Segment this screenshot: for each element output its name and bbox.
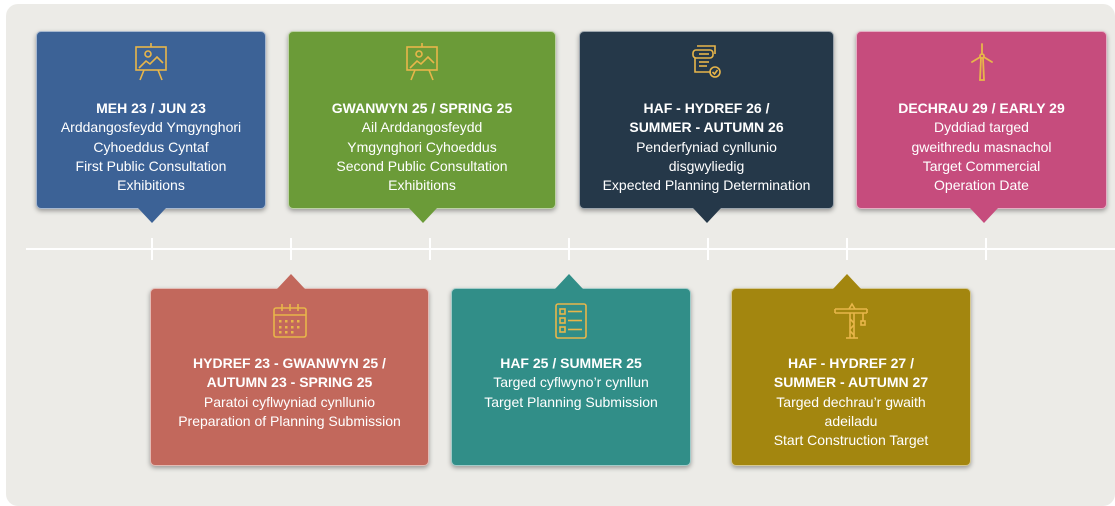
timeline-tick	[846, 238, 848, 260]
card-pointer	[409, 208, 437, 223]
milestone-text-en: Target Planning Submission	[484, 393, 658, 410]
document-check-icon	[691, 45, 721, 78]
timeline-tick	[429, 238, 431, 260]
milestone-title: GWANWYN 25 / SPRING 25	[331, 100, 513, 116]
milestone-text-en: Operation Date	[934, 177, 1029, 194]
card-pointer	[833, 274, 861, 289]
milestone-card-summer-autumn-27: HAF - HYDREF 27 / SUMMER - AUTUMN 27 Tar…	[731, 274, 971, 466]
milestone-title: SUMMER - AUTUMN 27	[773, 374, 929, 391]
milestone-text-cy: Ymgynghori Cyhoeddus	[347, 138, 497, 155]
timeline-tick	[290, 238, 292, 260]
wind-turbine-icon	[970, 43, 993, 81]
milestone-text-cy: Targed cyflwyno’r cynllun	[493, 374, 649, 391]
milestone-title: HAF 25 / SUMMER 25	[500, 355, 642, 371]
milestone-text-en: Preparation of Planning Submission	[178, 412, 401, 429]
milestone-title: DECHRAU 29 / EARLY 29	[898, 100, 1065, 116]
card-pointer	[277, 274, 305, 289]
milestone-title: HAF - HYDREF 27 /	[787, 355, 914, 371]
milestone-text-en: Exhibitions	[388, 177, 456, 194]
milestone-text-cy: adeiladu	[824, 412, 878, 429]
milestone-text-cy: Paratoi cyflwyniad cynllunio	[203, 393, 376, 410]
milestone-text-cy: Arddangosfeydd Ymgynghori	[60, 119, 242, 136]
milestone-card-summer-autumn-26: HAF - HYDREF 26 / SUMMER - AUTUMN 26 Pen…	[579, 31, 834, 223]
milestone-title: MEH 23 / JUN 23	[96, 100, 206, 116]
milestone-card-early-29: DECHRAU 29 / EARLY 29 Dyddiad targed gwe…	[856, 31, 1107, 223]
milestone-text-en: Target Commercial	[922, 157, 1041, 174]
milestone-text-cy: Penderfyniad cynllunio	[636, 138, 777, 155]
milestone-title: SUMMER - AUTUMN 26	[629, 119, 784, 136]
card-pointer	[693, 208, 721, 223]
construction-crane-icon	[834, 302, 868, 339]
milestone-title: HYDREF 23 - GWANWYN 25 /	[193, 355, 386, 371]
checklist-icon	[555, 303, 587, 339]
milestone-text-cy: gweithredu masnachol	[911, 138, 1052, 155]
timeline-tick	[568, 238, 570, 260]
milestone-title: HAF - HYDREF 26 /	[643, 100, 770, 116]
milestone-card-spring-25: GWANWYN 25 / SPRING 25 Ail Arddangosfeyd…	[288, 31, 556, 223]
presentation-board-icon	[135, 43, 167, 81]
milestone-text-en: Second Public Consultation	[336, 157, 508, 174]
card-pointer	[555, 274, 583, 289]
milestone-text-en: Start Construction Target	[773, 432, 929, 449]
milestone-text-cy: disgwyliedig	[668, 157, 745, 174]
milestone-title: AUTUMN 23 - SPRING 25	[206, 374, 373, 391]
milestone-text-en: Exhibitions	[117, 177, 185, 194]
milestone-text-cy: Targed dechrau’r gwaith	[776, 393, 926, 410]
milestone-card-jun-23: MEH 23 / JUN 23 Arddangosfeydd Ymgynghor…	[36, 31, 266, 223]
milestone-text-en: First Public Consultation	[75, 157, 227, 174]
timeline-axis	[26, 248, 1115, 250]
milestone-text-en: Expected Planning Determination	[602, 177, 811, 194]
timeline-tick	[985, 238, 987, 260]
milestone-text-cy: Cyhoeddus Cyntaf	[93, 138, 209, 155]
calendar-icon	[272, 304, 307, 338]
timeline-tick	[707, 238, 709, 260]
milestone-text-cy: Ail Arddangosfeydd	[361, 119, 483, 136]
timeline-tick	[151, 238, 153, 260]
milestone-text-cy: Dyddiad targed	[934, 119, 1029, 136]
card-pointer	[970, 208, 998, 223]
milestone-card-summer-25: HAF 25 / SUMMER 25 Targed cyflwyno’r cyn…	[451, 274, 691, 466]
card-pointer	[138, 208, 166, 223]
milestone-card-autumn-23-spring-25: HYDREF 23 - GWANWYN 25 / AUTUMN 23 - SPR…	[150, 274, 429, 466]
presentation-board-icon	[406, 43, 438, 81]
